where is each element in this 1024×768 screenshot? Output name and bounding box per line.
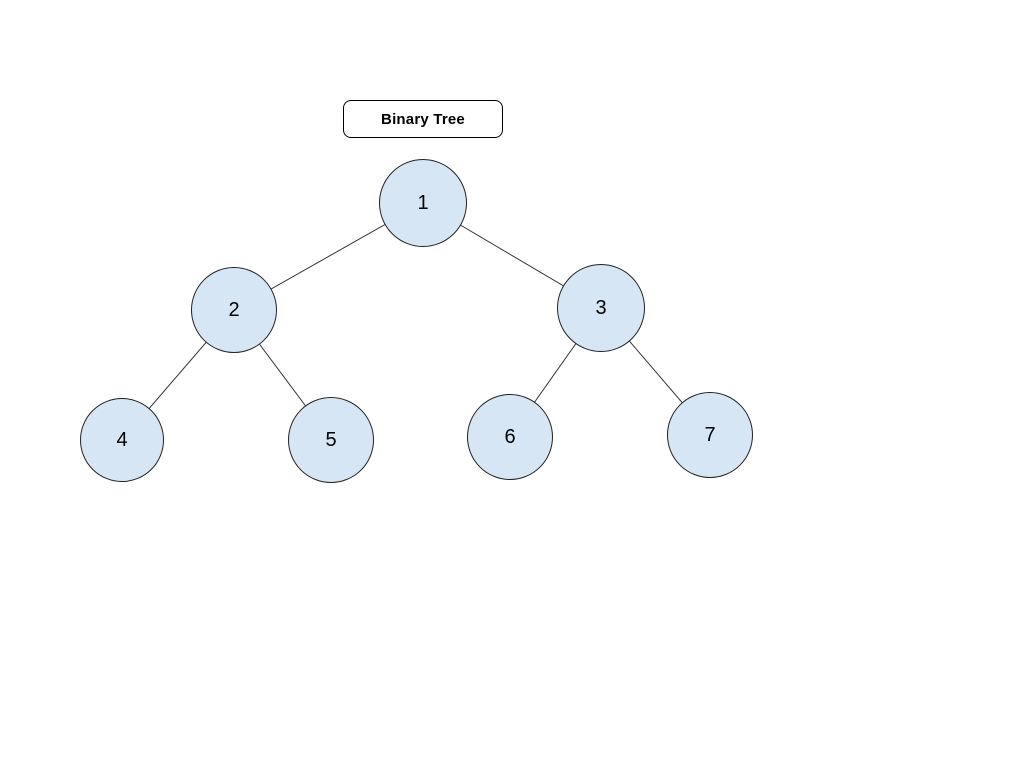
tree-node-3: 3 — [557, 264, 645, 352]
tree-node-7: 7 — [667, 392, 753, 478]
tree-node-4: 4 — [80, 398, 164, 482]
tree-node-label: 4 — [116, 429, 128, 451]
tree-node-label: 5 — [325, 429, 337, 451]
tree-node-6: 6 — [467, 394, 553, 480]
tree-node-5: 5 — [288, 397, 374, 483]
diagram-title-box: Binary Tree — [343, 100, 503, 138]
tree-node-label: 7 — [704, 424, 716, 446]
tree-node-label: 3 — [595, 297, 607, 319]
tree-node-label: 1 — [417, 192, 429, 214]
diagram-title: Binary Tree — [381, 110, 465, 128]
tree-node-2: 2 — [191, 267, 277, 353]
tree-node-label: 6 — [504, 426, 516, 448]
tree-node-label: 2 — [228, 299, 240, 321]
tree-node-1: 1 — [379, 159, 467, 247]
